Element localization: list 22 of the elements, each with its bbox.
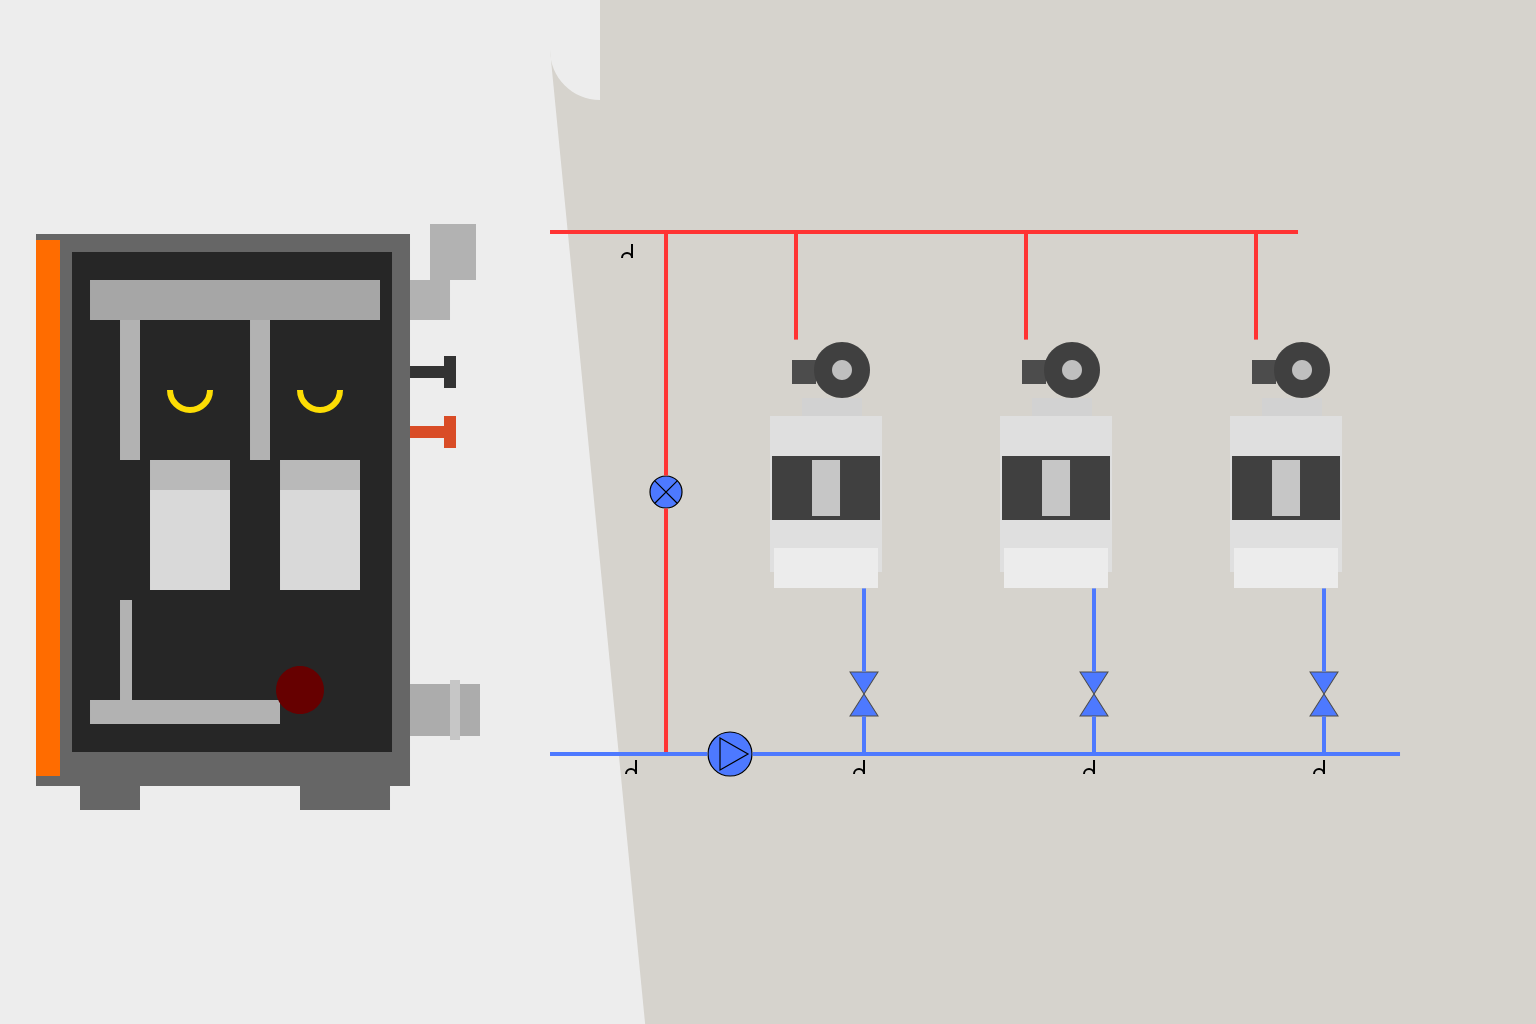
heat-exchanger-drawing — [770, 342, 882, 588]
pipe — [1024, 232, 1028, 340]
pipe — [664, 232, 668, 476]
mixing-valve-symbol — [649, 475, 683, 509]
valve-symbol — [1079, 671, 1109, 717]
pipe — [1092, 588, 1096, 672]
pipe — [794, 232, 798, 340]
pipe — [862, 716, 866, 754]
valve-symbol — [1309, 671, 1339, 717]
pump-symbol — [707, 731, 753, 777]
pipe — [550, 752, 708, 756]
valve-symbol — [849, 671, 879, 717]
pipe — [1254, 232, 1258, 340]
heat-exchanger-drawing — [1000, 342, 1112, 588]
pipe — [1092, 716, 1096, 754]
pipe — [1322, 716, 1326, 754]
pipe — [752, 752, 1400, 756]
pipe — [1322, 588, 1326, 672]
boiler-drawing — [36, 224, 480, 810]
pipe — [862, 588, 866, 672]
heat-exchanger-drawing — [1230, 342, 1342, 588]
pipe — [664, 508, 668, 754]
